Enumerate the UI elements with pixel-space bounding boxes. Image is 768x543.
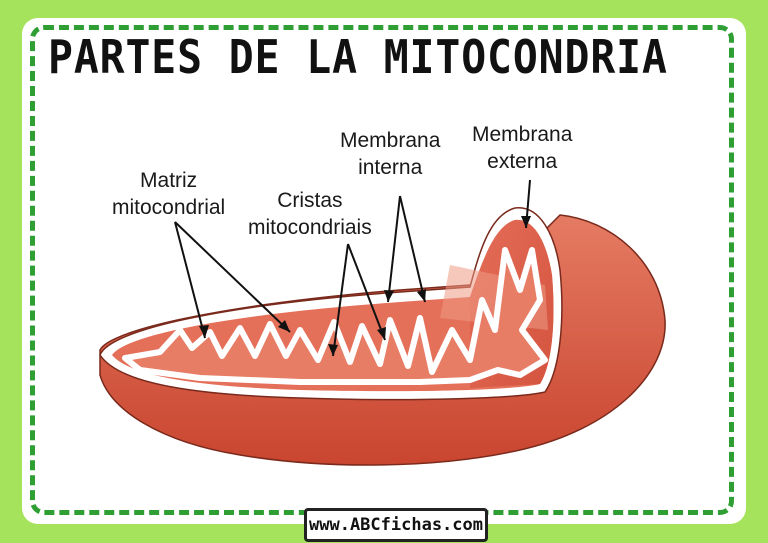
label-matriz-line2: mitocondrial [112,196,226,219]
label-cristas-line1: Cristas [277,189,343,212]
label-externa-line2: externa [487,150,558,173]
label-membrana-interna: Membrana interna [340,127,440,181]
label-interna-line1: Membrana [340,129,441,152]
arrow-heads [199,216,531,356]
label-externa-line1: Membrana [472,123,573,146]
website-footer[interactable]: www.ABCfichas.com [304,508,488,542]
label-interna-line2: interna [358,156,423,179]
label-cristas-line2: mitocondriais [248,216,372,239]
cristae-membrane [122,247,548,385]
label-matriz-mitocondrial: Matriz mitocondrial [112,167,225,221]
pointer-arrows [174,179,531,357]
label-cristas-mitocondriais: Cristas mitocondriais [248,187,372,241]
page-title: PARTES DE LA MITOCONDRIA [48,30,668,84]
label-matriz-line1: Matriz [140,169,198,192]
label-membrana-externa: Membrana externa [472,121,572,175]
